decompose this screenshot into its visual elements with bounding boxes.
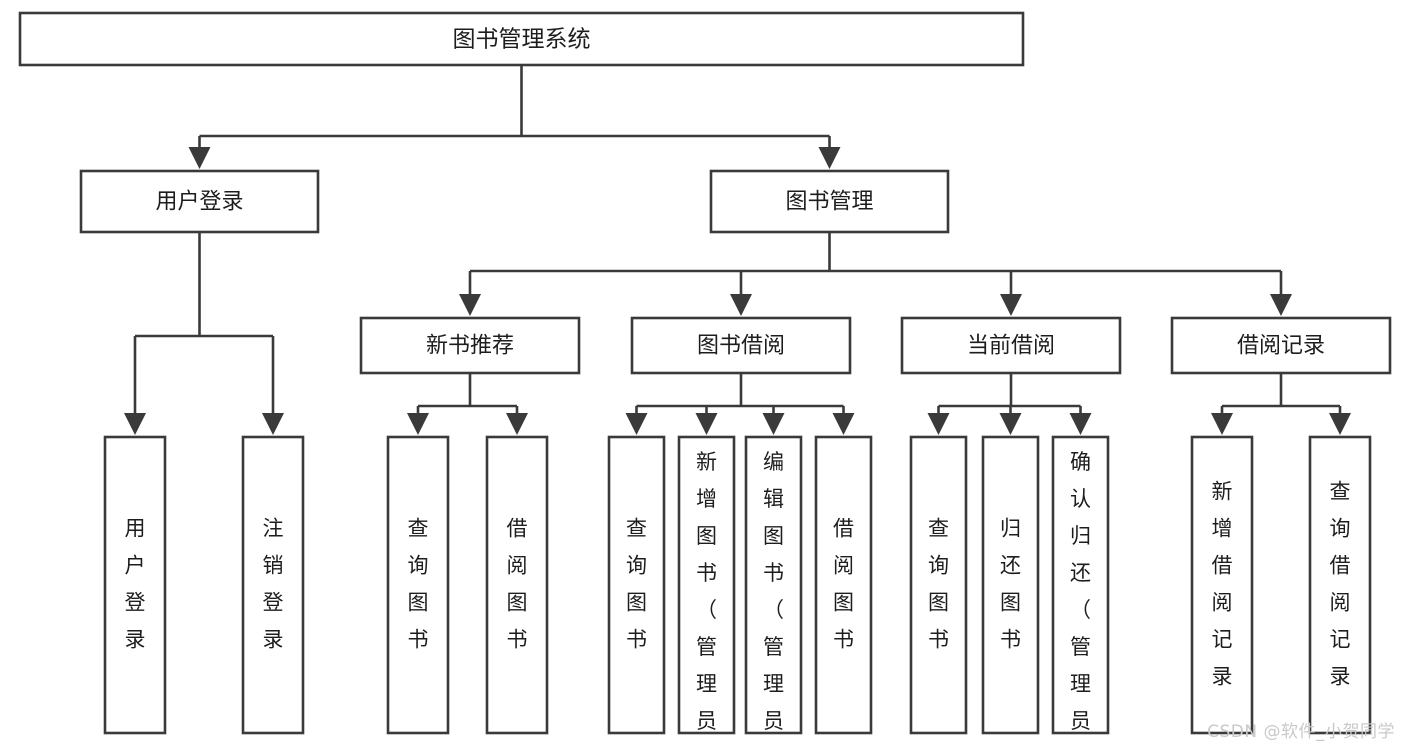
node-leaf-5[interactable]: 新增图书（管理员）	[677, 435, 736, 747]
node-level3-1[interactable]: 图书借阅	[630, 316, 852, 375]
arrow-head-icon	[625, 413, 648, 435]
node-box	[79, 169, 320, 234]
node-box	[18, 11, 1025, 67]
node-box	[607, 435, 666, 735]
node-leaf-12[interactable]: 查询借阅记录	[1308, 435, 1372, 735]
arrow-head-icon	[407, 413, 429, 435]
arrow-head-icon	[459, 294, 481, 316]
node-leaf-11[interactable]: 新增借阅记录	[1190, 435, 1254, 735]
node-label: 新增图书（管理员）	[696, 450, 717, 747]
node-box	[1190, 435, 1254, 735]
node-level3-0[interactable]: 新书推荐	[359, 316, 581, 375]
node-label: 注销登录	[263, 517, 284, 652]
node-box	[485, 435, 549, 735]
node-box	[909, 435, 968, 735]
node-leaf-4[interactable]: 查询图书	[607, 435, 666, 735]
node-box	[744, 435, 803, 735]
connector-group	[188, 65, 841, 169]
arrow-head-icon	[1211, 413, 1233, 435]
node-leaf-3[interactable]: 借阅图书	[485, 435, 549, 735]
arrow-head-icon	[832, 413, 855, 435]
arrow-head-icon	[188, 147, 211, 169]
node-box	[900, 316, 1122, 375]
node-box	[630, 316, 852, 375]
arrow-head-icon	[695, 413, 718, 435]
arrow-head-icon	[124, 413, 146, 435]
node-label: 图书管理	[785, 190, 873, 215]
node-box	[814, 435, 873, 735]
node-box	[241, 435, 305, 735]
node-box	[103, 435, 167, 735]
node-level3-2[interactable]: 当前借阅	[900, 316, 1122, 375]
node-label: 归还图书	[1000, 517, 1021, 652]
node-box	[1170, 316, 1392, 375]
connector-group	[927, 373, 1092, 435]
node-box	[981, 435, 1040, 735]
node-box	[1308, 435, 1372, 735]
arrow-head-icon	[762, 413, 785, 435]
arrow-head-icon	[1329, 413, 1351, 435]
node-box	[677, 435, 736, 735]
node-layer: 图书管理系统用户登录图书管理新书推荐图书借阅当前借阅借阅记录用户登录注销登录查询…	[18, 11, 1392, 747]
node-label: 新增借阅记录	[1212, 480, 1233, 689]
arrow-head-icon	[1000, 294, 1022, 316]
arrow-head-icon	[730, 294, 752, 316]
arrow-head-icon	[818, 147, 841, 169]
node-leaf-9[interactable]: 归还图书	[981, 435, 1040, 735]
arrow-head-icon	[506, 413, 528, 435]
node-leaf-0[interactable]: 用户登录	[103, 435, 167, 735]
node-box	[709, 169, 950, 234]
connector-layer	[124, 65, 1351, 435]
node-label: 查询图书	[408, 517, 429, 652]
arrow-head-icon	[1069, 413, 1092, 435]
node-label: 借阅图书	[833, 517, 854, 652]
node-leaf-1[interactable]: 注销登录	[241, 435, 305, 735]
node-leaf-10[interactable]: 确认归还（管理员）	[1051, 435, 1110, 747]
node-label: 确认归还（管理员）	[1070, 450, 1091, 747]
node-label: 借阅图书	[507, 517, 528, 652]
node-label: 新书推荐	[426, 334, 514, 359]
connector-group	[407, 373, 528, 435]
node-label: 图书管理系统	[453, 27, 591, 53]
node-leaf-7[interactable]: 借阅图书	[814, 435, 873, 735]
node-level2-0[interactable]: 用户登录	[79, 169, 320, 234]
node-box	[359, 316, 581, 375]
node-level2-1[interactable]: 图书管理	[709, 169, 950, 234]
node-label: 用户登录	[125, 517, 146, 652]
connector-group	[124, 232, 284, 435]
arrow-head-icon	[1270, 294, 1292, 316]
connector-group	[625, 373, 855, 435]
node-label: 图书借阅	[697, 334, 785, 359]
node-box	[386, 435, 450, 735]
node-label: 查询图书	[626, 517, 647, 652]
connector-group	[459, 232, 1292, 316]
node-root-0[interactable]: 图书管理系统	[18, 11, 1025, 67]
arrow-head-icon	[927, 413, 950, 435]
node-label: 查询借阅记录	[1330, 480, 1351, 689]
connector-group	[1211, 373, 1351, 435]
node-box	[1051, 435, 1110, 735]
arrow-head-icon	[262, 413, 284, 435]
node-label: 借阅记录	[1237, 334, 1325, 359]
node-leaf-6[interactable]: 编辑图书（管理员）	[744, 435, 803, 747]
node-leaf-8[interactable]: 查询图书	[909, 435, 968, 735]
node-label: 用户登录	[155, 190, 243, 215]
node-label: 当前借阅	[967, 334, 1055, 359]
node-label: 查询图书	[928, 517, 949, 652]
node-level3-3[interactable]: 借阅记录	[1170, 316, 1392, 375]
arrow-head-icon	[999, 413, 1022, 435]
node-leaf-2[interactable]: 查询图书	[386, 435, 450, 735]
